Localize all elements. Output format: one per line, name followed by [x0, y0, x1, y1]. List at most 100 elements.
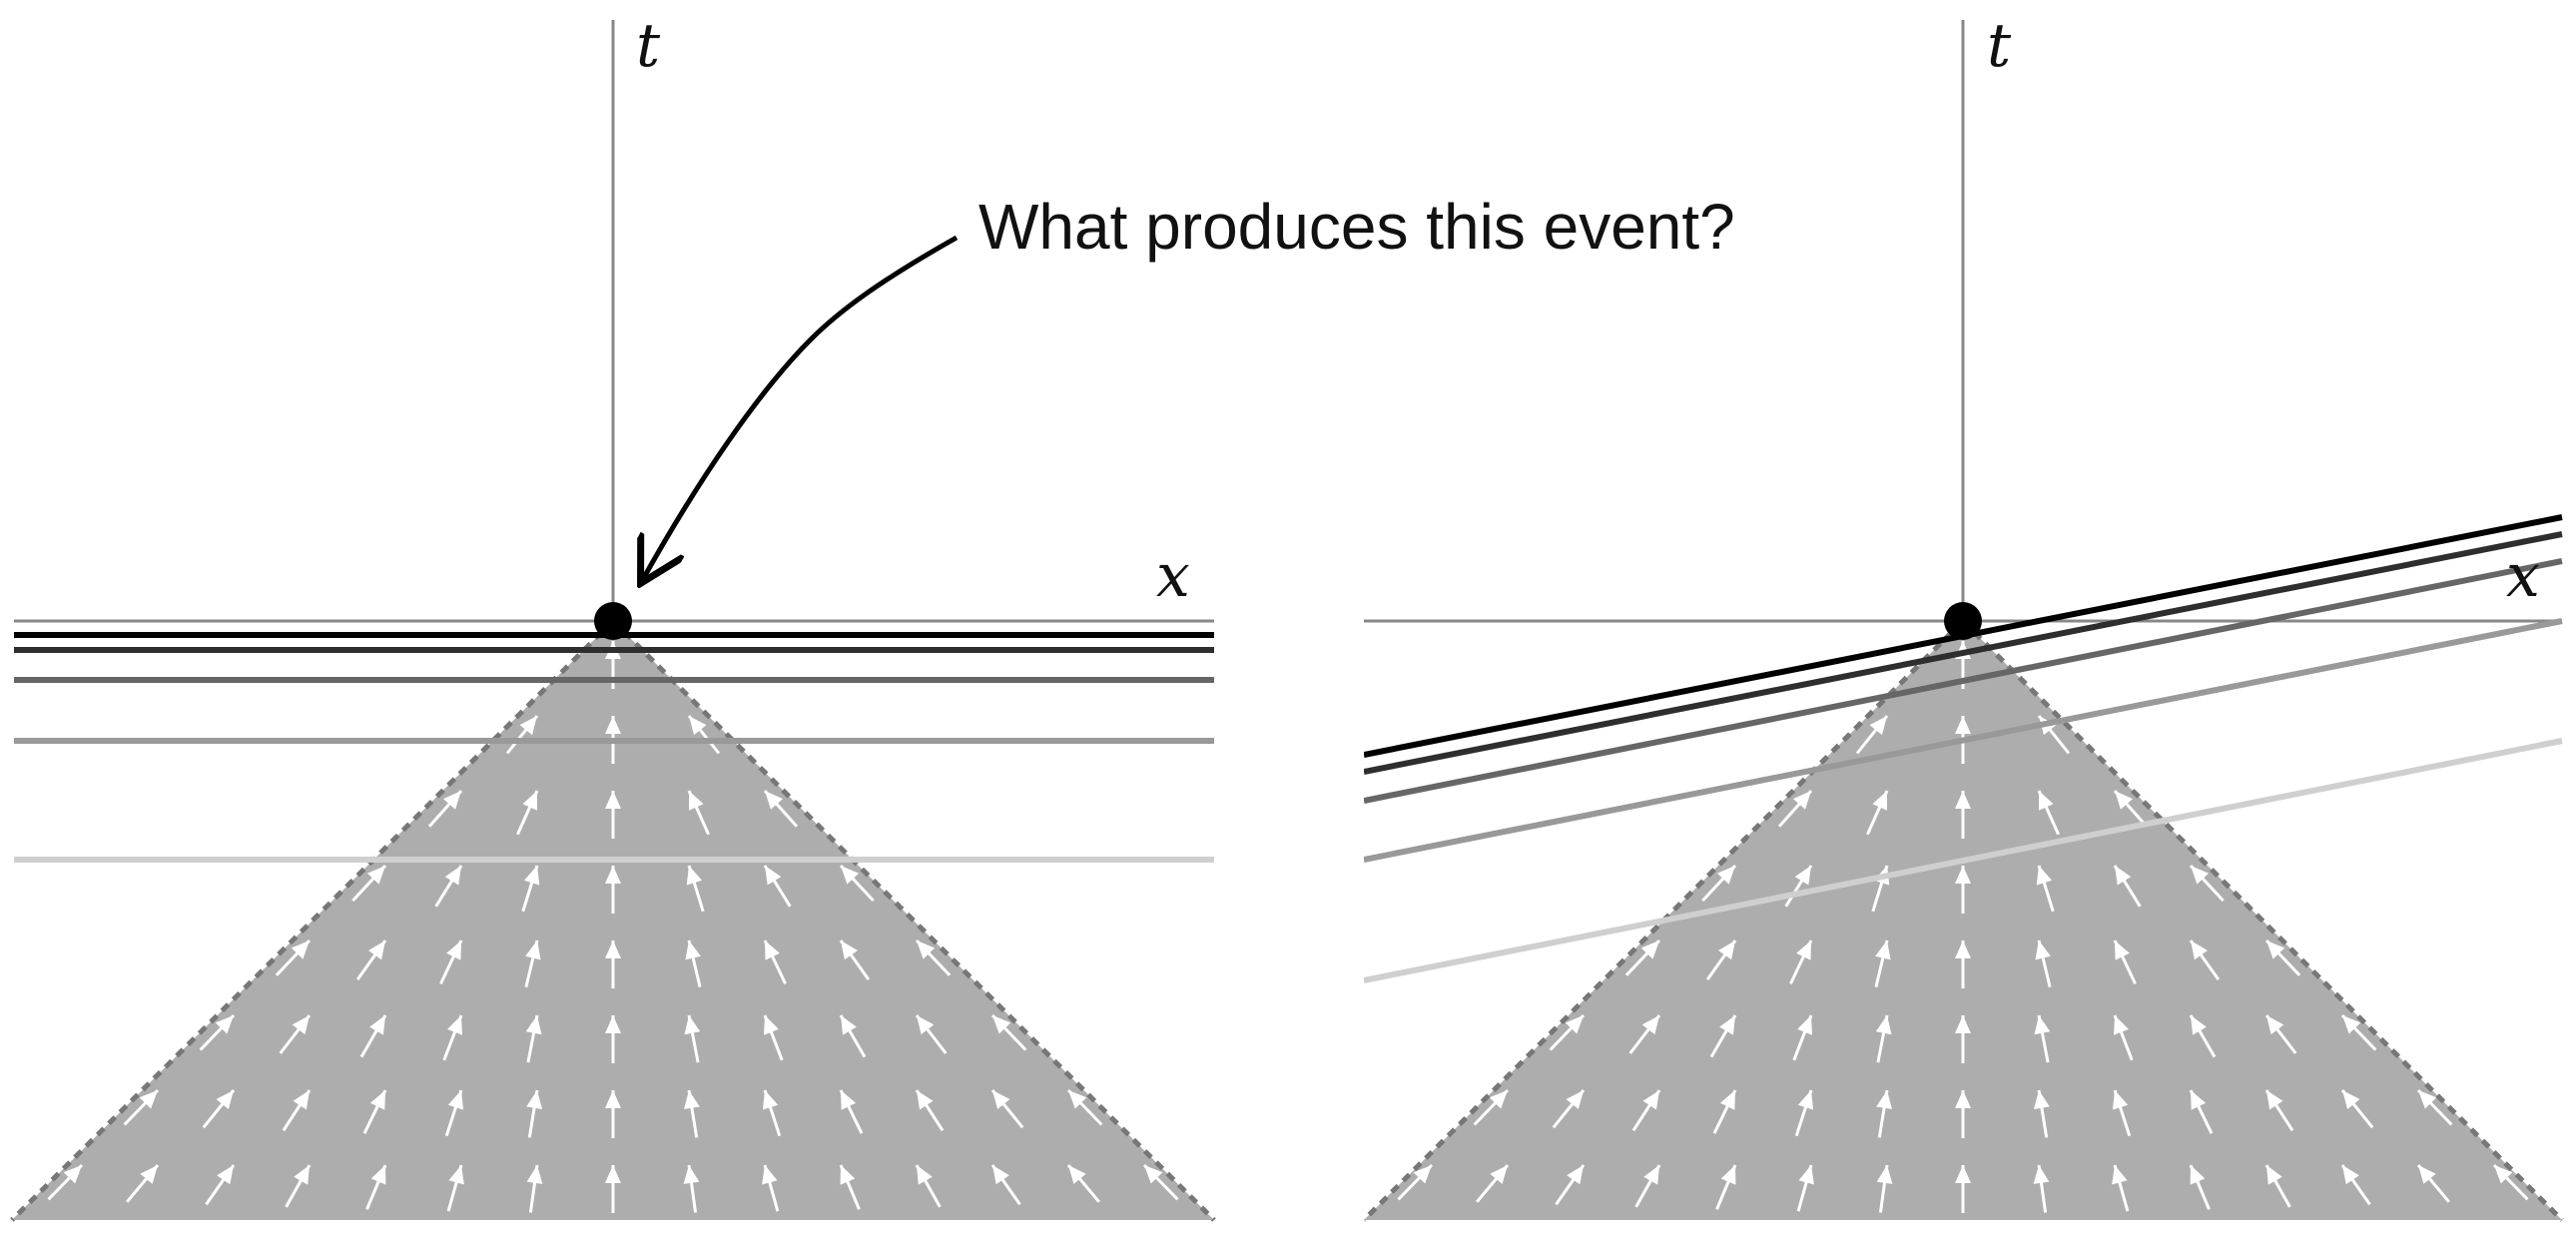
- right-t-axis-label: t: [1987, 11, 2012, 81]
- right-flow-arrow-head-35: [2342, 1015, 2361, 1034]
- right-hypersurfaces: [1364, 514, 2563, 983]
- right-flow-arrow-head-41: [1876, 1090, 1892, 1109]
- right-flow-arrow-head-52: [1643, 1165, 1659, 1185]
- left-flow-arrow-head-42: [605, 1090, 621, 1108]
- left-flow-arrow-head-5: [522, 791, 537, 811]
- right-flow-arrow-head-61: [2342, 1165, 2359, 1185]
- right-flow-arrow-head-29: [1875, 1015, 1892, 1035]
- left-flow-arrow-head-49: [63, 1165, 82, 1184]
- left-flow-arrow-head-4: [443, 791, 461, 810]
- right-flow-arrow-head-37: [1566, 1090, 1584, 1109]
- right-flow-arrow-head-23: [2191, 940, 2208, 960]
- right-flow-arrow-head-9: [1716, 866, 1735, 885]
- left-flow-arrow-head-14: [765, 866, 782, 886]
- left-flow-arrow-head-16: [291, 940, 310, 959]
- right-flow-arrow-head-63: [2494, 1165, 2513, 1184]
- left-flow-arrow-head-48: [1068, 1090, 1087, 1109]
- left-flow-arrow-head-10: [444, 866, 461, 886]
- annotation-question: What produces this event?: [978, 191, 1735, 263]
- left-flow-arrow-head-63: [1144, 1165, 1163, 1184]
- left-flow-arrow-head-36: [139, 1090, 158, 1109]
- left-flow-arrow-head-2: [605, 716, 621, 734]
- left-flow-arrow-head-33: [841, 1015, 857, 1035]
- left-event-point: [594, 602, 632, 640]
- left-cone-edge-right: [611, 619, 1216, 1222]
- right-flow-arrow-head-62: [2418, 1165, 2436, 1184]
- left-hypersurfaces: [14, 632, 1214, 863]
- left-flow-arrow-head-9: [366, 866, 385, 885]
- right-flow-arrow-head-31: [2034, 1015, 2051, 1035]
- left-flow-arrow-head-52: [294, 1165, 310, 1185]
- right-flow-arrow-head-47: [2342, 1090, 2360, 1109]
- right-flow-arrow-head-50: [1490, 1165, 1508, 1184]
- left-flow-arrow-head-58: [762, 1165, 778, 1185]
- right-x-axis-label: x: [2506, 541, 2540, 611]
- left-flow-arrow-head-29: [525, 1015, 542, 1035]
- left-flow-arrow-head-19: [525, 940, 541, 960]
- right-flow-arrow-head-53: [1720, 1165, 1736, 1185]
- right-flow-arrow-head-57: [2033, 1165, 2050, 1184]
- right-flow-arrow-head-46: [2266, 1090, 2283, 1110]
- right-hypersurface-4: [1364, 618, 2563, 863]
- right-flow-arrow-head-34: [2266, 1015, 2284, 1035]
- left-flow-arrow-head-46: [917, 1090, 934, 1110]
- left-flow-arrow-head-35: [992, 1015, 1011, 1034]
- left-flow-arrow-head-25: [215, 1015, 234, 1034]
- left-cone-edge-left: [10, 619, 615, 1222]
- left-flow-arrow-head-31: [684, 1015, 701, 1035]
- right-flow-arrow-head-14: [2115, 866, 2132, 886]
- left-flow-arrow-head-34: [917, 1015, 935, 1035]
- right-flow-arrow-head-6: [1955, 791, 1971, 809]
- right-hypersurface-3: [1364, 558, 2563, 804]
- left-flow-arrow-head-45: [841, 1090, 857, 1110]
- left-flow-arrow-head-43: [684, 1090, 700, 1109]
- left-t-axis-label: t: [636, 11, 661, 81]
- right-flow-arrow-head-7: [2039, 791, 2054, 811]
- left-flow-arrow-head-44: [762, 1090, 779, 1110]
- left-flow-arrow-head-18: [446, 940, 461, 960]
- right-hypersurface-5: [1364, 738, 2563, 983]
- left-flow-arrow-head-3: [689, 716, 707, 736]
- right-flow-arrow-head-12: [1955, 866, 1971, 884]
- right-hypersurface-2: [1364, 531, 2563, 775]
- right-flow-arrow-head-49: [1413, 1165, 1432, 1184]
- left-flow-arrow-head-26: [292, 1015, 310, 1035]
- right-flow-arrow-head-26: [1641, 1015, 1659, 1035]
- right-flow-arrow-head-54: [1798, 1165, 1814, 1185]
- left-flow-arrows: [3, 641, 1179, 1240]
- left-flow-arrow-head-47: [992, 1090, 1010, 1109]
- right-cone-edge-right: [1961, 619, 2564, 1222]
- right-flow-arrow-head-58: [2112, 1165, 2128, 1185]
- right-flow-arrow-head-44: [2112, 1090, 2129, 1110]
- right-flow-arrow-head-19: [1875, 940, 1891, 960]
- left-x-axis-label: x: [1156, 541, 1190, 611]
- left-flow-arrow-head-8: [765, 791, 783, 810]
- right-flow-arrow-head-25: [1565, 1015, 1584, 1034]
- right-flow-arrow-head-18: [1796, 940, 1811, 960]
- left-flow-arrow-head-39: [369, 1090, 385, 1110]
- right-flow-arrow-head-40: [1797, 1090, 1814, 1110]
- left-flow-arrow-head-59: [840, 1165, 856, 1185]
- right-flow-arrow-head-59: [2190, 1165, 2206, 1185]
- left-past-light-cone: [12, 621, 1214, 1220]
- right-flow-arrow-head-8: [2115, 791, 2133, 810]
- left-flow-arrow-head-30: [605, 1015, 621, 1033]
- right-flow-arrow-head-22: [2115, 940, 2130, 960]
- left-flow-arrow-head-22: [765, 940, 780, 960]
- left-flow-arrow-head-61: [992, 1165, 1009, 1185]
- right-flow-arrow-head-42: [1955, 1090, 1971, 1108]
- right-flow-arrow-head-20: [1955, 940, 1971, 958]
- right-flow-arrow-head-48: [2418, 1090, 2437, 1109]
- left-flow-arrow-head-54: [448, 1165, 464, 1185]
- right-flow-arrow-head-17: [1718, 940, 1735, 960]
- right-flow-arrow-head-10: [1794, 866, 1811, 886]
- right-past-light-cone: [1364, 621, 2562, 1220]
- right-flow-arrow-head-1: [1869, 716, 1887, 736]
- left-flow-arrow-head-28: [447, 1015, 462, 1035]
- left-flow-arrow-head-57: [683, 1165, 700, 1184]
- right-flow-arrow-head-30: [1955, 1015, 1971, 1033]
- left-flow-arrow-head-27: [369, 1015, 385, 1035]
- left-flow-arrow-head-51: [217, 1165, 234, 1185]
- left-flow-arrow-head-37: [216, 1090, 234, 1109]
